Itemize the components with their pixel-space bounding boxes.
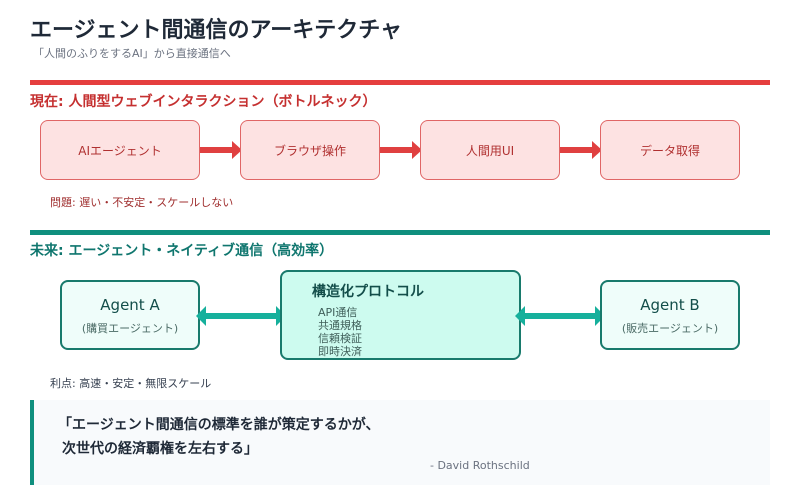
future-divider: [30, 230, 770, 235]
quote-author: - David Rothschild: [430, 459, 530, 472]
current-divider: [30, 80, 770, 85]
quote-line-1: 「エージェント間通信の標準を誰が策定するかが、: [58, 417, 380, 433]
page-subtitle: 「人間のふりをするAI」から直接通信へ: [33, 47, 231, 60]
agent-b-name: Agent B: [640, 296, 700, 314]
arrow-right-icon: [560, 141, 602, 159]
agent-a-role: (購買エージェント): [81, 322, 179, 335]
protocol-item: 即時決済: [318, 345, 362, 358]
agent-b-role: (販売エージェント): [621, 322, 719, 335]
step-browser: ブラウザ操作: [240, 120, 380, 180]
protocol-item: 共通規格: [318, 319, 362, 332]
agent-a-name: Agent A: [100, 296, 160, 314]
arrow-right-icon: [380, 141, 422, 159]
problem-note: 問題: 遅い・不安定・スケールしない: [50, 196, 234, 209]
protocol-item: API通信: [318, 306, 358, 319]
agent-b-box: Agent B (販売エージェント): [600, 280, 740, 350]
double-arrow-icon: [196, 306, 286, 326]
double-arrow-icon: [515, 306, 605, 326]
protocol-items: API通信 共通規格 信頼検証 即時決済: [318, 306, 362, 358]
step-human-ui: 人間用UI: [420, 120, 560, 180]
quote-line-2: 次世代の経済覇権を左右する」: [62, 441, 258, 457]
benefit-note: 利点: 高速・安定・無限スケール: [50, 377, 212, 390]
quote-box: 「エージェント間通信の標準を誰が策定するかが、 次世代の経済覇権を左右する」 -…: [30, 400, 770, 485]
page-title: エージェント間通信のアーキテクチャ: [30, 18, 403, 43]
protocol-item: 信頼検証: [318, 332, 362, 345]
protocol-title: 構造化プロトコル: [312, 284, 424, 300]
step-data: データ取得: [600, 120, 740, 180]
arrow-right-icon: [200, 141, 242, 159]
current-heading: 現在: 人間型ウェブインタラクション（ボトルネック）: [30, 94, 377, 110]
protocol-box: 構造化プロトコル API通信 共通規格 信頼検証 即時決済: [280, 270, 521, 360]
step-ai-agent: AIエージェント: [40, 120, 200, 180]
future-heading: 未来: エージェント・ネイティブ通信（高効率）: [30, 243, 334, 259]
agent-a-box: Agent A (購買エージェント): [60, 280, 200, 350]
